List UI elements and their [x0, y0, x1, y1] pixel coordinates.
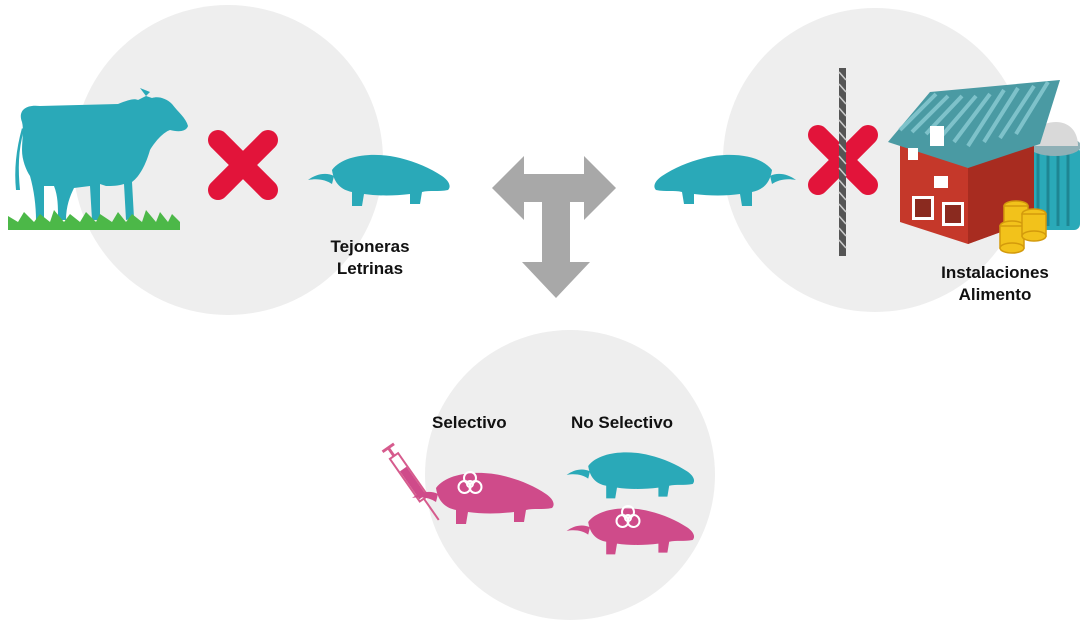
grass — [8, 210, 180, 230]
label-non-selective: No Selectivo — [571, 413, 674, 432]
label-line-alimento: Alimento — [958, 285, 1032, 304]
label-badger-setts: Tejoneras Letrinas — [300, 236, 440, 280]
label-line-tejoneras: Tejoneras — [330, 237, 410, 256]
cow-icon — [15, 88, 188, 220]
cross-icon-left — [208, 130, 278, 200]
barn-icon — [888, 80, 1060, 244]
label-line-instalaciones: Instalaciones — [941, 263, 1049, 282]
coins-icon — [999, 200, 1047, 254]
label-selective: Selectivo — [432, 413, 507, 432]
three-way-arrow-icon — [492, 156, 616, 298]
label-line-letrinas: Letrinas — [336, 259, 404, 278]
feed-bin-icon — [1029, 122, 1080, 230]
label-facilities: Instalaciones Alimento — [920, 262, 1070, 306]
syringe-icon — [381, 442, 440, 521]
fence-icon — [838, 68, 847, 256]
bottom-circle — [425, 330, 715, 620]
